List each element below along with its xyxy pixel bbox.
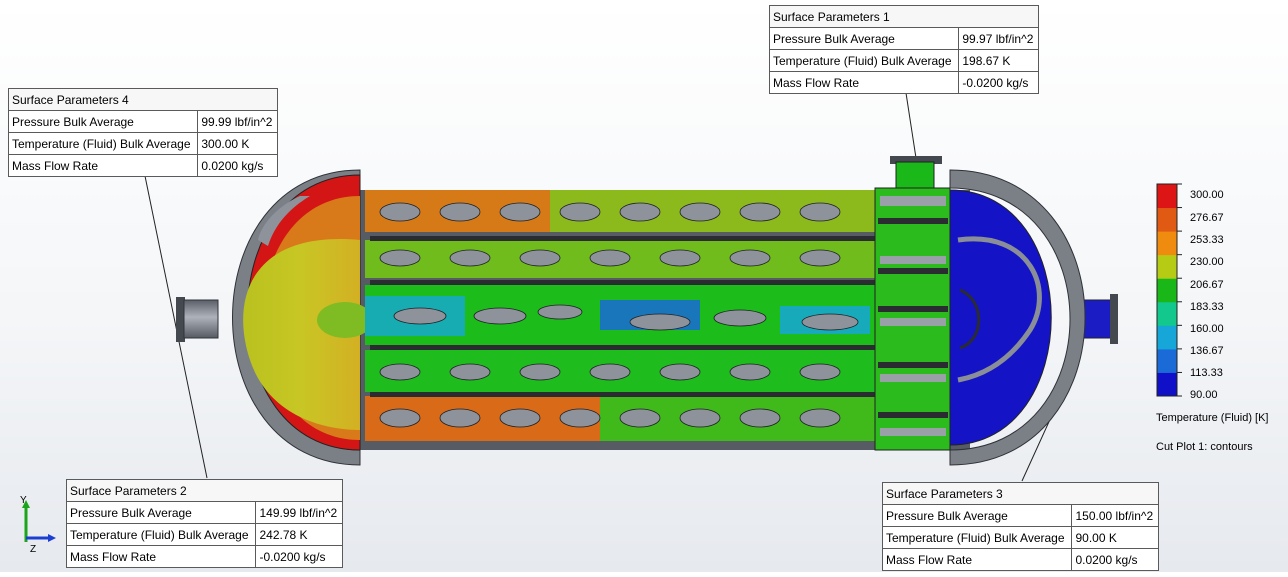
legend-swatch (1157, 372, 1177, 397)
row-value: 300.00 K (197, 132, 278, 155)
row-label: Mass Flow Rate (768, 71, 960, 94)
legend-tick: 206.67 (1190, 279, 1224, 291)
row-value: 99.97 lbf/in^2 (958, 27, 1039, 50)
legend-tick: 136.67 (1190, 345, 1224, 357)
table-row: Mass Flow Rate-0.0200 kg/s (768, 71, 1039, 94)
orientation-triad: Y Z (20, 495, 56, 555)
legend-swatch (1157, 325, 1177, 350)
tube-bundle-contour (365, 190, 875, 441)
row-label: Pressure Bulk Average (768, 27, 960, 50)
legend-tick: 183.33 (1190, 301, 1224, 313)
row-label: Temperature (Fluid) Bulk Average (881, 526, 1073, 549)
table-row: Mass Flow Rate-0.0200 kg/s (65, 545, 343, 568)
surface-parameters-3-table[interactable]: Surface Parameters 3 Pressure Bulk Avera… (881, 482, 1159, 571)
legend-swatch (1157, 254, 1177, 279)
legend-tick: 276.67 (1190, 212, 1224, 224)
table-title: Surface Parameters 4 (8, 88, 278, 111)
legend-swatch (1157, 184, 1177, 209)
legend-tick: 300.00 (1190, 189, 1224, 201)
row-label: Mass Flow Rate (65, 545, 257, 568)
right-tubesheet-contour (874, 187, 951, 451)
table-title: Surface Parameters 3 (882, 482, 1159, 505)
legend-colorbar (1156, 183, 1182, 397)
row-label: Pressure Bulk Average (881, 504, 1073, 527)
surface-parameters-4-table[interactable]: Surface Parameters 4 Pressure Bulk Avera… (7, 88, 278, 177)
legend-tick: 253.33 (1190, 234, 1224, 246)
legend-tick: 113.33 (1190, 367, 1223, 379)
legend-swatch (1157, 278, 1177, 303)
row-value: 198.67 K (958, 49, 1039, 72)
row-label: Pressure Bulk Average (7, 110, 199, 133)
row-value: -0.0200 kg/s (255, 545, 343, 568)
right-head-contour (949, 189, 1052, 446)
triad-z-label: Z (30, 544, 36, 555)
row-value: -0.0200 kg/s (958, 71, 1039, 94)
row-label: Mass Flow Rate (7, 154, 199, 177)
legend-swatch (1157, 207, 1177, 232)
row-value: 99.99 lbf/in^2 (197, 110, 278, 133)
legend-swatch (1157, 231, 1177, 256)
row-value: 0.0200 kg/s (1071, 548, 1159, 571)
legend-tick: 230.00 (1190, 256, 1224, 268)
surface-parameters-1-table[interactable]: Surface Parameters 1 Pressure Bulk Avera… (768, 5, 1039, 94)
row-value: 0.0200 kg/s (197, 154, 278, 177)
row-value: 149.99 lbf/in^2 (255, 501, 343, 524)
legend-tick-labels: 300.00 276.67 253.33 230.00 206.67 183.3… (1182, 184, 1232, 401)
row-value: 150.00 lbf/in^2 (1071, 504, 1159, 527)
legend-tick: 160.00 (1190, 323, 1224, 335)
left-nozzle (176, 297, 219, 342)
row-label: Pressure Bulk Average (65, 501, 257, 524)
legend-swatch (1157, 348, 1177, 373)
row-label: Temperature (Fluid) Bulk Average (7, 132, 199, 155)
legend-tick: 90.00 (1190, 389, 1218, 401)
legend-subtitle: Cut Plot 1: contours (1156, 441, 1253, 453)
legend-swatch (1157, 301, 1177, 326)
table-title: Surface Parameters 1 (769, 5, 1039, 28)
surface-parameters-2-table[interactable]: Surface Parameters 2 Pressure Bulk Avera… (65, 479, 343, 568)
table-title: Surface Parameters 2 (66, 479, 343, 502)
row-label: Mass Flow Rate (881, 548, 1073, 571)
legend-title: Temperature (Fluid) [K] (1156, 412, 1269, 424)
row-label: Temperature (Fluid) Bulk Average (65, 523, 257, 546)
triad-y-label: Y (20, 495, 27, 506)
row-value: 90.00 K (1071, 526, 1159, 549)
row-value: 242.78 K (255, 523, 343, 546)
row-label: Temperature (Fluid) Bulk Average (768, 49, 960, 72)
left-head-contour (243, 174, 373, 451)
